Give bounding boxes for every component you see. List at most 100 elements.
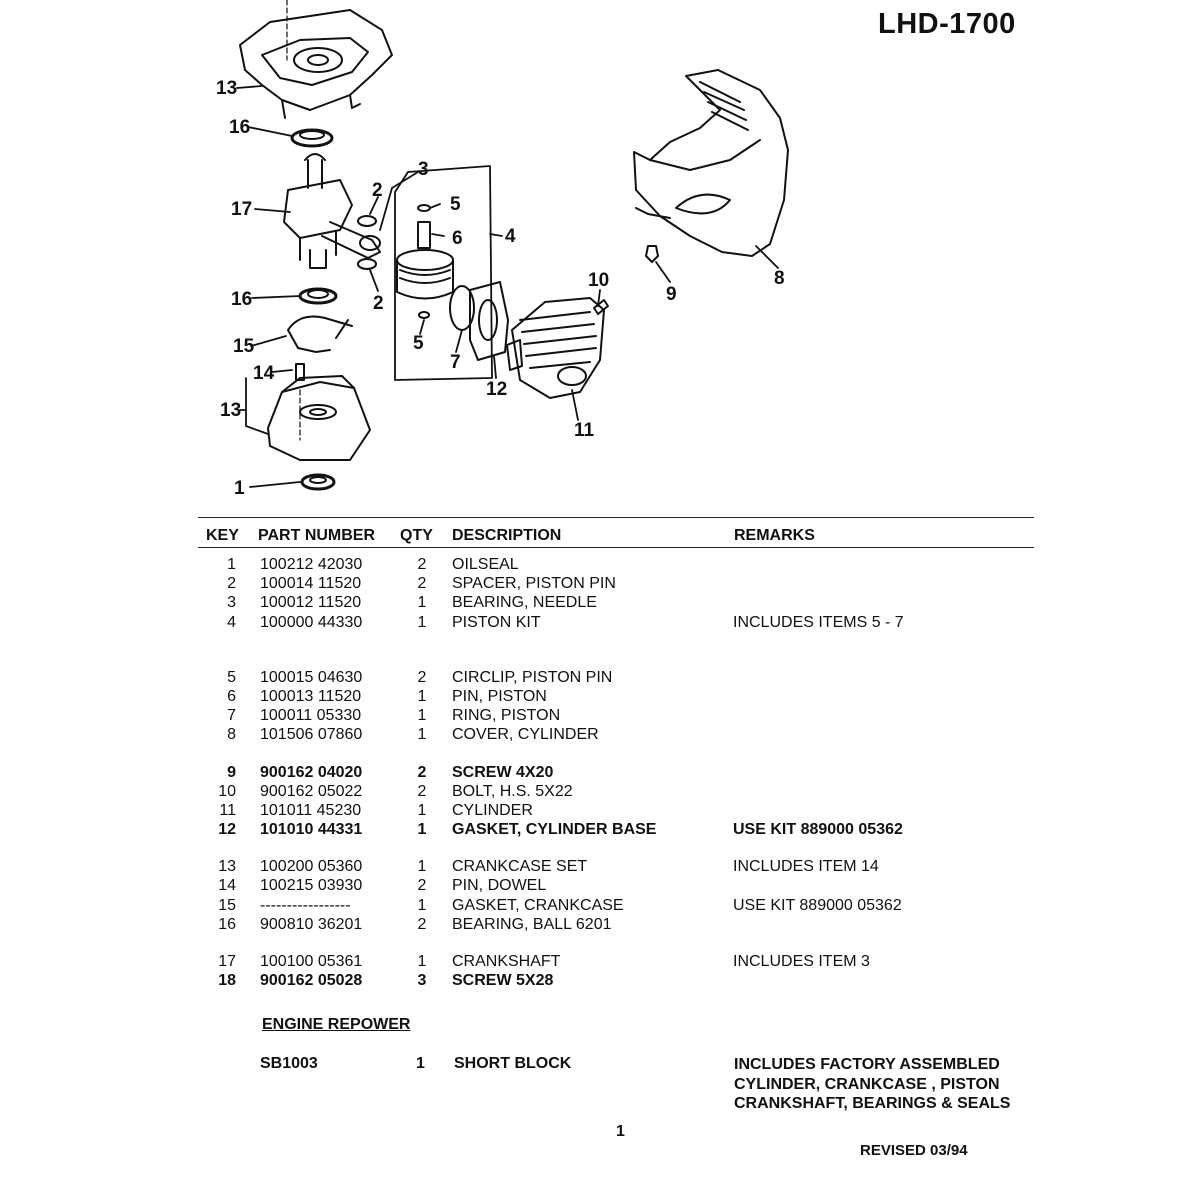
row-part-number: 100012 11520 bbox=[260, 594, 362, 612]
callout-10: 10 bbox=[588, 270, 609, 291]
row-remarks: INCLUDES ITEM 3 bbox=[733, 953, 870, 970]
row-key: 2 bbox=[227, 575, 236, 593]
header-part-number: PART NUMBER bbox=[258, 527, 376, 544]
piston-kit-box bbox=[394, 165, 493, 381]
repower-remarks-line: CYLINDER, CRANKCASE , PISTON bbox=[734, 1075, 1000, 1093]
row-qty: 1 bbox=[417, 896, 427, 914]
row-key: 15 bbox=[218, 896, 236, 914]
table-header-rule bbox=[198, 547, 1034, 548]
crankshaft-drawing bbox=[283, 153, 381, 269]
table-row: 11 101011 45230 1 CYLINDER bbox=[198, 802, 1034, 821]
callout-4: 4 bbox=[505, 226, 516, 247]
row-key: 14 bbox=[218, 877, 236, 895]
callout-2b: 2 bbox=[373, 293, 384, 314]
row-part-number: 100200 05360 bbox=[260, 858, 363, 876]
row-description: COVER, CYLINDER bbox=[452, 726, 599, 744]
bearing-lower-drawing bbox=[298, 287, 338, 305]
row-qty: 1 bbox=[417, 613, 427, 631]
row-remarks: USE KIT 889000 05362 bbox=[733, 821, 903, 839]
row-part-number: ----------------- bbox=[260, 896, 351, 914]
header-remarks: REMARKS bbox=[734, 527, 815, 544]
row-qty: 1 bbox=[417, 687, 427, 705]
page-number: 1 bbox=[616, 1123, 625, 1140]
row-key: 1 bbox=[227, 556, 236, 573]
row-part-number: 100013 11520 bbox=[260, 687, 362, 705]
row-description: CYLINDER bbox=[452, 801, 533, 819]
row-part-number: 900810 36201 bbox=[260, 915, 363, 933]
row-description: CIRCLIP, PISTON PIN bbox=[452, 668, 613, 686]
callout-14: 14 bbox=[253, 363, 275, 384]
circlip-upper-drawing bbox=[417, 204, 431, 212]
row-part-number: 100212 42030 bbox=[260, 556, 363, 573]
row-part-number: 100215 03930 bbox=[260, 877, 363, 895]
crankcase-gasket-drawing bbox=[287, 315, 353, 353]
crankcase-lower-drawing bbox=[267, 375, 371, 461]
row-description: SCREW 5X28 bbox=[452, 972, 554, 990]
row-part-number: 100014 11520 bbox=[260, 575, 362, 593]
bearing-upper-drawing bbox=[290, 128, 334, 148]
row-qty: 2 bbox=[417, 915, 427, 933]
piston-pin-drawing bbox=[417, 221, 431, 249]
row-key: 17 bbox=[218, 953, 236, 970]
row-part-number: 900162 04020 bbox=[260, 763, 363, 781]
screw-drawing bbox=[645, 245, 659, 263]
repower-part-number: SB1003 bbox=[260, 1055, 318, 1072]
row-key: 9 bbox=[227, 763, 236, 781]
callout-5b: 5 bbox=[413, 333, 424, 354]
row-description: SPACER, PISTON PIN bbox=[452, 575, 616, 593]
row-part-number: 100100 05361 bbox=[260, 953, 363, 970]
engine-repower-title: ENGINE REPOWER bbox=[262, 1016, 411, 1033]
callout-16a: 16 bbox=[229, 117, 250, 138]
row-qty: 1 bbox=[417, 707, 427, 725]
row-key: 11 bbox=[219, 801, 236, 819]
row-key: 10 bbox=[218, 782, 236, 800]
row-qty: 3 bbox=[417, 972, 427, 990]
row-qty: 1 bbox=[417, 858, 427, 876]
row-qty: 2 bbox=[417, 668, 427, 686]
row-part-number: 101010 44331 bbox=[260, 821, 363, 839]
repower-description: SHORT BLOCK bbox=[454, 1055, 572, 1072]
parts-table-body: 1 100212 42030 2 OILSEAL 2 100014 11520 2 SPACE… bbox=[198, 556, 1034, 991]
callout-1: 1 bbox=[234, 478, 245, 499]
base-gasket-drawing bbox=[469, 281, 509, 361]
callout-13b: 13 bbox=[220, 400, 241, 421]
callout-2a: 2 bbox=[372, 180, 383, 201]
row-qty: 2 bbox=[417, 782, 427, 800]
row-part-number: 100011 05330 bbox=[260, 707, 362, 725]
row-part-number: 101011 45230 bbox=[260, 801, 362, 819]
repower-remarks-line: CRANKSHAFT, BEARINGS & SEALS bbox=[734, 1095, 1011, 1112]
row-qty: 2 bbox=[417, 575, 427, 593]
callout-11: 11 bbox=[574, 420, 595, 441]
row-key: 6 bbox=[227, 687, 236, 705]
table-row: 2 100014 11520 2 SPACER, PISTON PIN bbox=[198, 575, 1034, 594]
row-description: SCREW 4X20 bbox=[452, 763, 554, 781]
row-description: PIN, DOWEL bbox=[452, 877, 547, 895]
row-qty: 1 bbox=[417, 726, 427, 744]
row-description: OILSEAL bbox=[452, 556, 519, 573]
callout-labels: 13 16 17 2 3 5 6 4 2 16 5 7 15 14 13 1 1… bbox=[216, 78, 785, 499]
callout-16b: 16 bbox=[231, 289, 252, 310]
leader-lines bbox=[236, 85, 779, 488]
row-description: BEARING, NEEDLE bbox=[452, 594, 597, 612]
row-key: 13 bbox=[218, 858, 236, 876]
row-part-number: 900162 05028 bbox=[260, 972, 363, 990]
row-qty: 1 bbox=[417, 801, 427, 819]
bolt-drawing bbox=[593, 299, 609, 315]
spacer-upper-drawing bbox=[357, 215, 377, 227]
model-title: LHD-1700 bbox=[878, 8, 1016, 40]
row-description: GASKET, CYLINDER BASE bbox=[452, 821, 657, 839]
row-key: 4 bbox=[227, 613, 236, 631]
row-description: PIN, PISTON bbox=[452, 687, 547, 705]
